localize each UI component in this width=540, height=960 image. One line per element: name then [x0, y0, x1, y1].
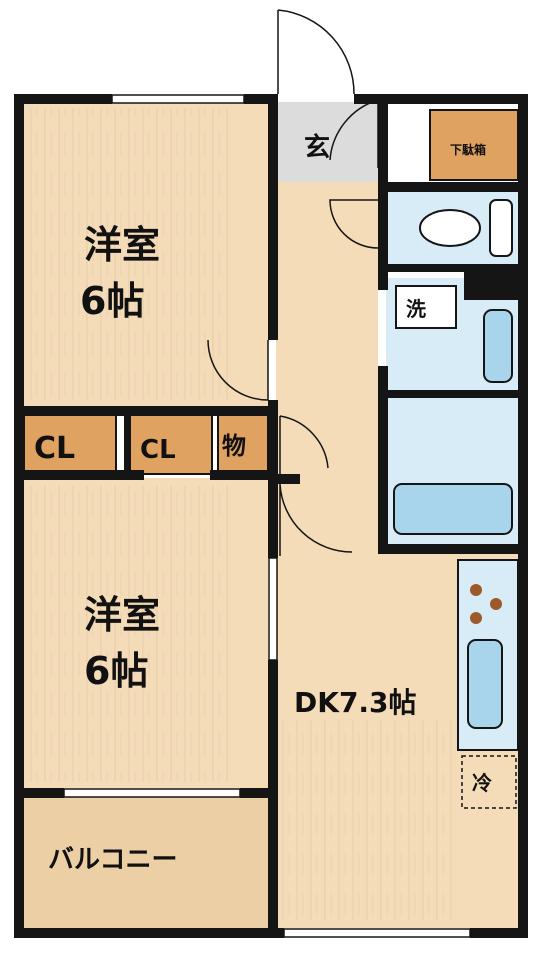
storage-label: 物: [222, 432, 246, 460]
dk-label: DK7.3帖: [294, 686, 417, 719]
western-room-upper-size: 6帖: [80, 279, 144, 323]
walls: [14, 94, 528, 938]
grain-upper: [28, 108, 228, 400]
fridge-label: 冷: [472, 771, 492, 795]
bathtub: [393, 483, 513, 535]
closet-2: [129, 413, 213, 475]
washer-label: 洗: [406, 297, 426, 321]
entrance-label: 玄: [304, 132, 330, 163]
entrance-floor: [276, 102, 378, 182]
stove-burner-2: [490, 598, 502, 610]
balcony-floor: [24, 796, 268, 928]
washer-pan: [395, 285, 457, 329]
wash-basin: [483, 309, 513, 383]
western-room-upper-name: 洋室: [84, 223, 160, 267]
window-dk-bottom: [283, 928, 471, 938]
window-top: [111, 94, 245, 104]
closet-2-label: CL: [140, 435, 176, 465]
grain-lower: [28, 486, 228, 782]
window-balcony: [63, 788, 241, 798]
stove-burner-1: [470, 584, 482, 596]
grain-dk: [282, 720, 452, 920]
stove-burner-3: [470, 612, 482, 624]
western-room-lower-size: 6帖: [84, 649, 148, 693]
shoe-box-label: 下駄箱: [450, 142, 486, 157]
sliding-door-lower: [268, 557, 278, 661]
balcony-label: バルコニー: [48, 845, 177, 875]
western-room-lower-name: 洋室: [84, 593, 160, 637]
hallway-floor: [276, 182, 378, 478]
toilet-bowl: [419, 209, 481, 247]
toilet-tank: [489, 199, 513, 257]
kitchen-sink: [467, 639, 503, 729]
door-swings: [207, 9, 379, 556]
fridge-space: [461, 755, 517, 809]
closet-1-label: CL: [34, 431, 75, 466]
